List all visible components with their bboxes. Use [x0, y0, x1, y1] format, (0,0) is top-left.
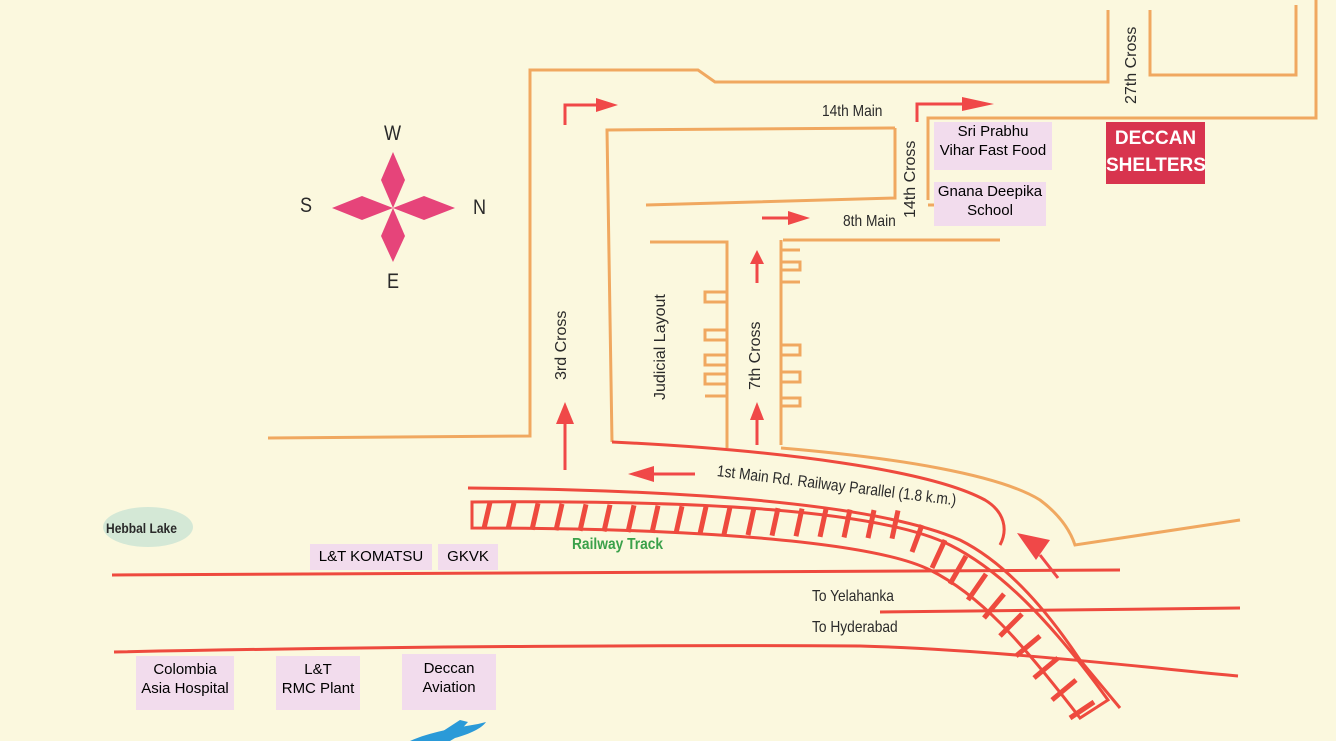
road-8th-main-north-edge: [645, 128, 897, 207]
landmark-lt-rmc: L&T RMC Plant: [276, 656, 360, 710]
railway-tie: [553, 503, 565, 531]
railway-tie: [649, 505, 661, 534]
landmark-colombia-line-2: Asia Hospital: [141, 680, 229, 697]
railway-tie: [965, 572, 989, 602]
landmark-lt-rmc-line-2: RMC Plant: [281, 680, 355, 697]
hebbal-lake-shape: [103, 507, 193, 547]
landmark-lt-komatsu: L&T KOMATSU: [310, 544, 432, 570]
railway-tie: [625, 504, 637, 533]
landmark-hebbal-lake: Hebbal Lake: [106, 520, 177, 536]
road-27th-cross-east-edge: [1148, 5, 1298, 77]
railway-tie: [998, 612, 1024, 638]
compass-point-south: [332, 196, 393, 220]
compass-rose: [332, 152, 455, 262]
destination-line-1: DECCAN: [1114, 128, 1197, 149]
railway-tie: [841, 509, 853, 538]
railway-tie: [721, 506, 733, 535]
compass-label-south: S: [300, 194, 313, 217]
label-14th-cross: 14th Cross: [902, 140, 919, 218]
compass-point-east: [381, 208, 405, 262]
local-roads: [267, 0, 1318, 547]
label-8th-main: 8th Main: [843, 213, 896, 230]
landmark-gkvk: GKVK: [438, 544, 498, 570]
landmark-lt-rmc-line-1: L&T: [304, 661, 332, 678]
label-14th-main: 14th Main: [822, 103, 883, 120]
label-to-hyderabad: To Hyderabad: [812, 619, 898, 636]
railway-tie: [1014, 634, 1042, 658]
railway-parallel-road: [611, 440, 1006, 546]
railway-tie: [929, 538, 948, 570]
destination-deccan-shelters: DECCAN SHELTERS: [1106, 122, 1206, 184]
railway-tie: [817, 508, 829, 538]
main-roads: [111, 440, 1241, 709]
railway-tie: [745, 507, 757, 536]
plane-icon: [410, 720, 486, 741]
road-14th-main-inner: [605, 126, 896, 443]
railway-tie: [577, 503, 589, 532]
road-hyderabad: [113, 644, 1239, 678]
landmark-sri-prabhu: Sri Prabhu Vihar Fast Food: [934, 122, 1052, 170]
road-14th-main-east: [926, 0, 1318, 200]
railway-tie: [481, 501, 493, 530]
landmark-colombia-line-1: Colombia: [153, 661, 217, 678]
landmark-gnana-line-1: Gnana Deepika: [937, 183, 1043, 200]
road-lt-komatsu: [111, 568, 1121, 577]
route-arrows: [556, 97, 1060, 579]
label-railway-track: Railway Track: [572, 536, 664, 553]
road-outline-west-north: [267, 10, 1110, 440]
label-7th-cross: 7th Cross: [747, 321, 764, 390]
destination-line-2: SHELTERS: [1106, 155, 1206, 176]
railway-track: [470, 500, 1111, 721]
road-yelahanka: [879, 606, 1241, 614]
compass-point-north: [393, 196, 455, 220]
landmark-deccan-av-line-2: Aviation: [422, 679, 476, 696]
railway-tie: [909, 524, 925, 553]
compass-label-north: N: [473, 196, 487, 219]
compass-label-east: E: [387, 270, 400, 293]
railway-tie: [1050, 678, 1078, 702]
railway-tie: [673, 505, 685, 534]
landmark-sri-prabhu-line-2: Vihar Fast Food: [939, 142, 1047, 159]
road-judicial-layout-east: [650, 240, 729, 448]
landmark-sri-prabhu-line-1: Sri Prabhu: [957, 123, 1029, 140]
railway-tie: [793, 508, 805, 537]
railway-tie: [982, 592, 1006, 620]
label-judicial-layout: Judicial Layout: [652, 294, 669, 400]
landmark-gnana-line-2: School: [967, 202, 1013, 219]
railway-tie: [889, 509, 901, 540]
label-to-yelahanka: To Yelahanka: [812, 588, 894, 605]
compass-point-west: [381, 152, 405, 208]
railway-tie: [947, 554, 969, 586]
railway-tie: [505, 502, 517, 530]
landmark-gnana-deepika: Gnana Deepika School: [934, 182, 1046, 226]
railway-tie: [1068, 699, 1096, 721]
landmark-deccan-av-line-1: Deccan: [423, 660, 475, 677]
railway-tie: [865, 509, 877, 539]
label-27th-cross: 27th Cross: [1123, 26, 1140, 104]
railway-tie: [697, 506, 709, 535]
railway-tie: [529, 502, 541, 531]
compass-label-west: W: [384, 122, 402, 145]
landmark-deccan-aviation: Deccan Aviation: [402, 654, 496, 710]
railway-tie: [769, 507, 781, 537]
railway-tie: [601, 504, 613, 532]
railway-tie: [1032, 656, 1060, 680]
label-3rd-cross: 3rd Cross: [553, 310, 570, 380]
landmark-colombia-asia: Colombia Asia Hospital: [136, 656, 234, 710]
